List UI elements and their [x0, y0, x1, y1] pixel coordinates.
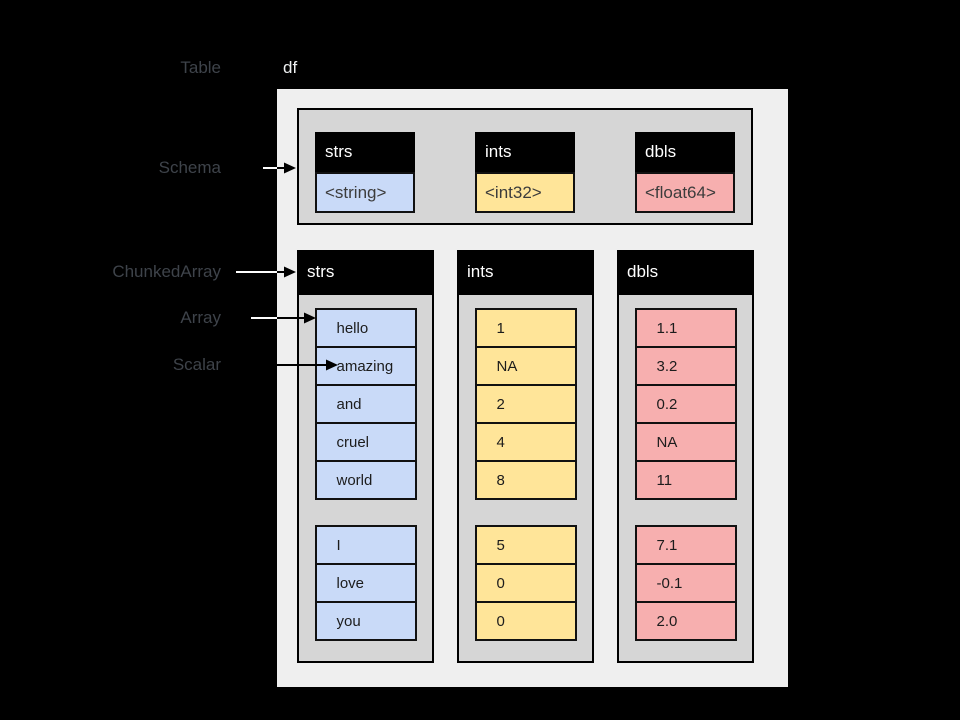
- schema-field-header: strs: [315, 132, 415, 172]
- chunked-array-name: ints: [467, 261, 494, 281]
- array-cell: 0.2: [634, 384, 737, 424]
- label-array: Array: [180, 308, 221, 327]
- array-cell: -0.1: [634, 563, 737, 603]
- array-cell: 0: [474, 601, 577, 641]
- schema-field-name: dbls: [645, 142, 677, 161]
- array-cell: 4: [474, 422, 577, 462]
- array-cell: amazing: [314, 346, 417, 386]
- schema-field-dbls: dbls <float64>: [635, 132, 735, 213]
- schema-field-type: <string>: [315, 172, 415, 213]
- array-cell: hello: [314, 308, 417, 348]
- chunked-array-name: dbls: [627, 261, 659, 281]
- label-chunked-array: ChunkedArray: [112, 262, 221, 281]
- array-cell: you: [314, 601, 417, 641]
- schema-field-name: strs: [325, 142, 353, 161]
- array-cell: 7.1: [634, 525, 737, 565]
- array-cell: NA: [474, 346, 577, 386]
- array-cell: 0: [474, 563, 577, 603]
- array-cell: 8: [474, 460, 577, 500]
- schema-field-name: ints: [485, 142, 512, 161]
- schema-field-ints: ints <int32>: [475, 132, 575, 213]
- array-cell: 11: [634, 460, 737, 500]
- schema-field-type: <int32>: [475, 172, 575, 213]
- chunked-array-header: ints: [457, 250, 594, 293]
- array-cell: 3.2: [634, 346, 737, 386]
- array-cell: and: [314, 384, 417, 424]
- array-cell: 1: [474, 308, 577, 348]
- array-cell: I: [314, 525, 417, 565]
- array-cell: 1.1: [634, 308, 737, 348]
- array-cell: NA: [634, 422, 737, 462]
- label-scalar: Scalar: [172, 355, 221, 374]
- chunked-array-header: dbls: [617, 250, 754, 293]
- chunked-array-header: strs: [297, 250, 434, 293]
- array-cell: love: [314, 563, 417, 603]
- schema-field-strs: strs <string>: [315, 132, 415, 213]
- table-box: strs <string> ints <int32> dbls <float64…: [277, 89, 788, 687]
- schema-field-type: <float64>: [635, 172, 735, 213]
- chunked-array-name: strs: [307, 261, 335, 281]
- array-cell: 2.0: [634, 601, 737, 641]
- array-cell: 5: [474, 525, 577, 565]
- schema-field-header: ints: [475, 132, 575, 172]
- array-cell: cruel: [314, 422, 417, 462]
- label-schema: Schema: [158, 158, 221, 177]
- schema-box: strs <string> ints <int32> dbls <float64…: [297, 108, 753, 225]
- array-cell: 2: [474, 384, 577, 424]
- label-table: Table: [180, 58, 221, 77]
- table-variable-name: df: [283, 58, 298, 77]
- array-cell: world: [314, 460, 417, 500]
- schema-field-header: dbls: [635, 132, 735, 172]
